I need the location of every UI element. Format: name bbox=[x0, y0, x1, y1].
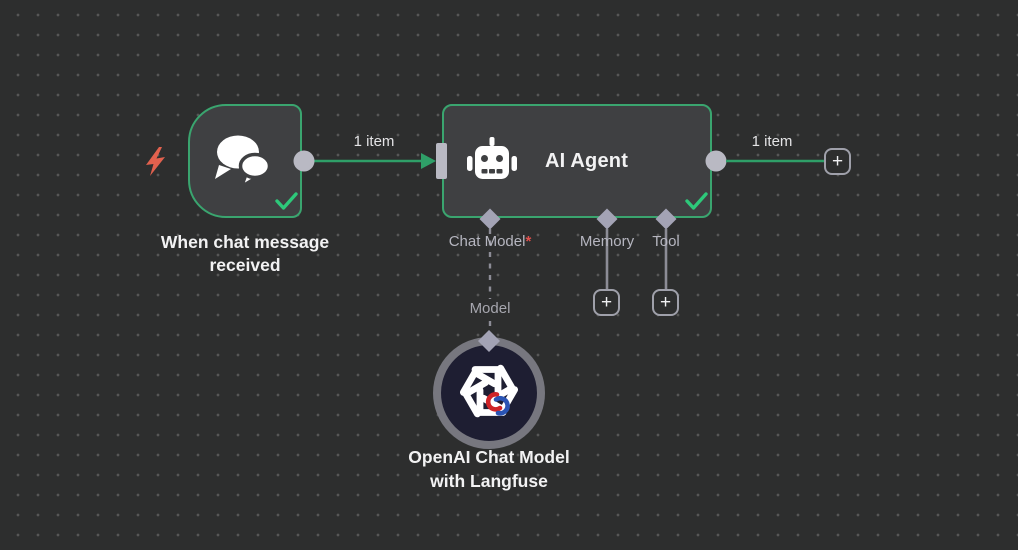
add-node-button-memory[interactable]: + bbox=[593, 289, 620, 316]
chat-trigger-label[interactable]: When chat message received bbox=[160, 232, 330, 275]
ai-agent-title: AI Agent bbox=[545, 150, 629, 172]
port-label-tool: Tool bbox=[652, 233, 680, 250]
connection-items-label-2: 1 item bbox=[751, 133, 793, 150]
lightning-bolt-icon bbox=[146, 147, 165, 176]
add-node-button-output[interactable]: + bbox=[824, 148, 851, 175]
node-openai-chat-model[interactable] bbox=[433, 337, 545, 449]
port-label-chat-model-text: Chat Model bbox=[448, 233, 526, 250]
openai-model-label[interactable]: OpenAI Chat Model with Langfuse bbox=[408, 447, 570, 491]
port-label-memory: Memory bbox=[579, 233, 635, 250]
connection-arrowhead bbox=[421, 153, 436, 169]
required-asterisk: * bbox=[525, 233, 532, 250]
port-label-chat-model: Chat Model* bbox=[420, 233, 560, 250]
model-connection-label: Model bbox=[455, 299, 525, 318]
node-chat-trigger[interactable] bbox=[188, 104, 302, 218]
connection-items-label-1: 1 item bbox=[353, 133, 395, 150]
add-node-button-tool[interactable]: + bbox=[652, 289, 679, 316]
